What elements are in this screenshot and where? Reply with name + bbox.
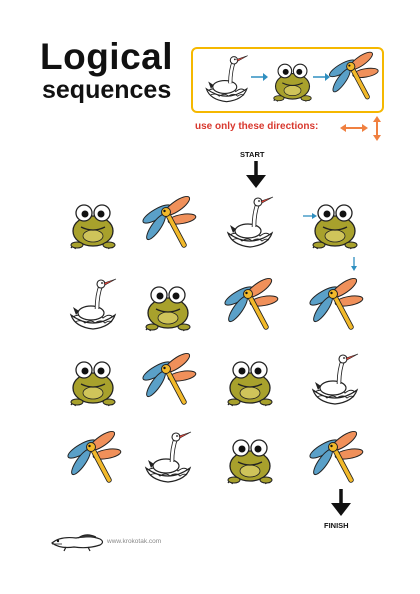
grid-cell-4-2[interactable] [138,428,198,488]
grid-cell-3-3[interactable] [220,350,280,410]
stork-icon [138,428,198,488]
grid-cell-2-2[interactable] [138,275,198,335]
dragonfly-icon [327,49,378,97]
dragonfly-icon [220,275,280,335]
dragonfly-icon [305,428,365,488]
page-title: Logical [40,36,174,77]
frog-icon [70,361,116,407]
grid-cell-3-4[interactable] [305,350,365,410]
hint-arrow-right-icon [303,213,317,219]
frog-icon [227,439,273,485]
directions-label: use only these directions: [195,121,319,132]
horizontal-double-arrow-icon [340,124,368,132]
vertical-double-arrow-icon [373,116,381,141]
grid-cell-3-2[interactable] [138,350,198,410]
finish-arrow-icon [331,489,351,516]
hint-arrow-down-icon [351,257,357,271]
rule-box [191,47,384,113]
grid-cell-2-4[interactable] [305,275,365,335]
grid-cell-2-1[interactable] [63,275,123,335]
directions-arrows-icon [340,116,381,141]
grid-cell-4-4[interactable] [305,428,365,488]
frog-icon [312,204,358,250]
stork-icon [63,275,123,335]
grid-cell-3-1[interactable] [63,350,123,410]
rule-arrow-2 [313,73,330,81]
frog-icon [227,361,273,407]
grid-cell-2-3[interactable] [220,275,280,335]
grid-cell-1-2[interactable] [138,193,198,253]
dragonfly-icon [138,193,198,253]
dragonfly-icon [138,350,198,410]
start-label: START [240,150,265,159]
frog-icon [273,63,312,103]
crocodile-logo-icon [51,534,104,552]
start-arrow-icon [246,161,266,188]
grid-cell-4-3[interactable] [220,428,280,488]
rule-arrow-1 [251,73,268,81]
stork-icon [206,56,247,102]
stork-icon [220,193,280,253]
stork-icon [305,350,365,410]
grid-cell-1-3[interactable] [220,193,280,253]
grid-cell-1-4[interactable] [305,193,365,253]
frog-icon [70,204,116,250]
frog-icon [145,286,191,332]
footer-site[interactable]: www.krokotak.com [107,538,162,545]
dragonfly-icon [63,428,123,488]
grid-cell-1-1[interactable] [63,193,123,253]
page-subtitle: sequences [42,76,172,104]
finish-label: FINISH [324,521,349,530]
dragonfly-icon [305,275,365,335]
grid-cell-4-1[interactable] [63,428,123,488]
